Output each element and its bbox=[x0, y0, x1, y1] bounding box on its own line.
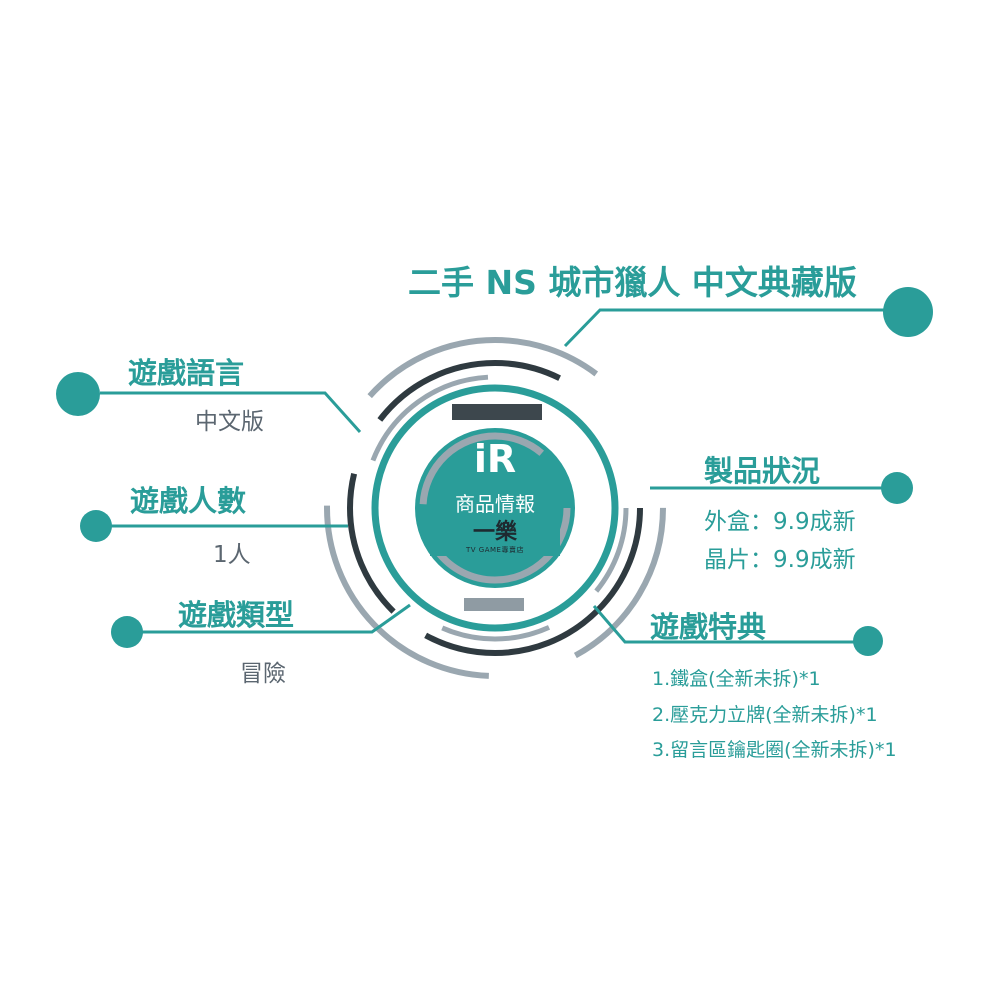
genre-heading: 遊戲類型 bbox=[178, 598, 295, 632]
condition-item-box: 外盒：9.9成新 bbox=[704, 509, 856, 535]
store-logo: iR bbox=[473, 437, 517, 481]
condition-item-chip: 晶片：9.9成新 bbox=[704, 547, 856, 573]
genre-value: 冒險 bbox=[240, 661, 286, 687]
product-title: 二手 NS 城市獵人 中文典藏版 bbox=[408, 263, 857, 302]
players-heading: 遊戲人數 bbox=[130, 484, 247, 518]
players-value: 1人 bbox=[213, 542, 251, 568]
bonus-item-3: 3.留言區鑰匙圈(全新未拆)*1 bbox=[652, 739, 897, 761]
bonus-item-1: 1.鐵盒(全新未拆)*1 bbox=[652, 668, 821, 690]
genre-dot bbox=[111, 616, 143, 648]
brand-subtitle: TV GAME專賣店 bbox=[466, 546, 524, 554]
title-dot bbox=[883, 287, 933, 337]
ring-inner-teal bbox=[371, 384, 619, 632]
bonus-connector bbox=[592, 605, 855, 644]
condition-dot bbox=[881, 472, 913, 504]
center-label: 商品情報 bbox=[455, 492, 535, 516]
language-dot bbox=[56, 372, 100, 416]
language-heading: 遊戲語言 bbox=[128, 356, 245, 390]
top-bar bbox=[452, 404, 542, 420]
bonus-dot bbox=[853, 626, 883, 656]
ring-outer-dark bbox=[347, 360, 643, 656]
language-value: 中文版 bbox=[195, 409, 264, 435]
title-connector bbox=[563, 308, 885, 348]
condition-heading: 製品狀況 bbox=[704, 454, 821, 488]
players-dot bbox=[80, 510, 112, 542]
genre-connector bbox=[140, 603, 411, 634]
bottom-bar bbox=[464, 598, 524, 611]
language-connector bbox=[100, 391, 362, 434]
center-ring-arc bbox=[419, 432, 571, 584]
ring-inner-gray bbox=[361, 374, 629, 642]
bonus-heading: 遊戲特典 bbox=[650, 610, 767, 644]
brand-band bbox=[430, 512, 560, 556]
ring-outer-gray bbox=[324, 337, 666, 679]
bonus-item-2: 2.壓克力立牌(全新未拆)*1 bbox=[652, 704, 878, 726]
brand-name: 一樂 bbox=[472, 520, 517, 545]
